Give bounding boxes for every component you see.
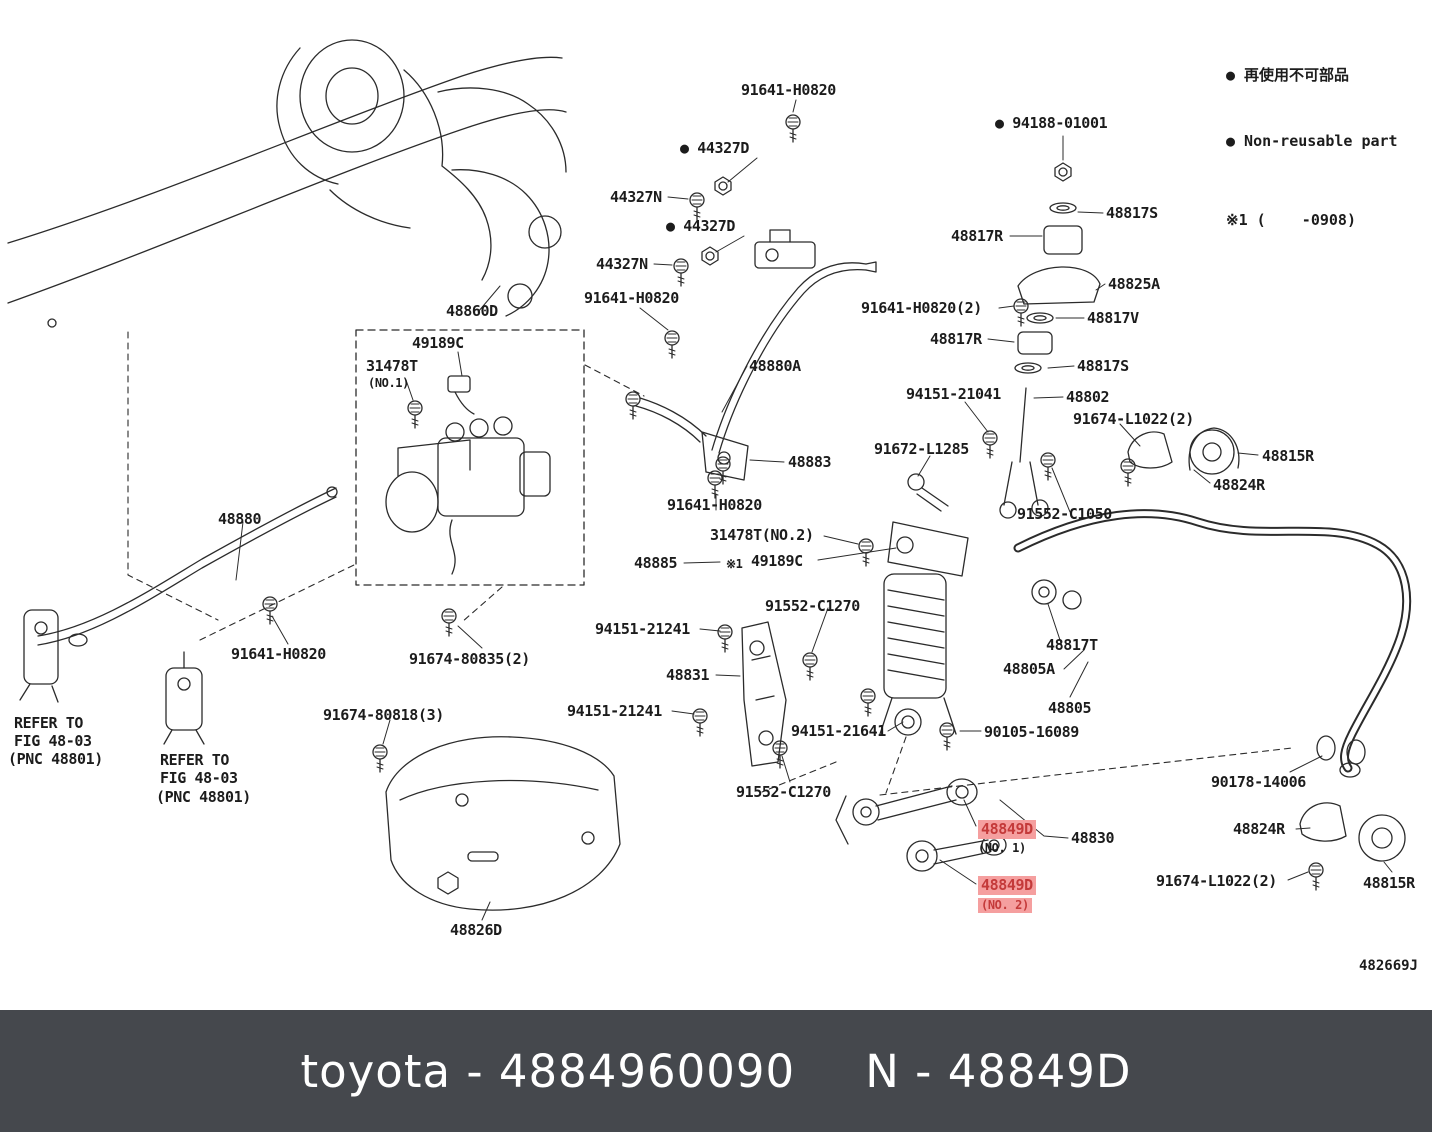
part-label: FIG 48-03 <box>14 732 92 750</box>
part-label: 91674-80835(2) <box>409 650 530 668</box>
bracket-48883-art <box>701 431 749 481</box>
part-label: 48824R <box>1213 476 1265 494</box>
diagram-artwork <box>7 39 1412 921</box>
part-label: 91552-C1050 <box>1017 505 1112 523</box>
part-label: FIG 48-03 <box>160 769 238 787</box>
part-label: 48817V <box>1087 309 1139 327</box>
part-label: 94151-21041 <box>906 385 1001 403</box>
part-label: 48815R <box>1262 447 1314 465</box>
part-label: 90178-14006 <box>1211 773 1306 791</box>
part-label: 48824R <box>1233 820 1285 838</box>
part-label: 48880 <box>218 510 262 528</box>
part-label: 31478T <box>366 357 418 375</box>
part-label: 48830 <box>1071 829 1115 847</box>
diagram-id: 482669J <box>1358 958 1418 974</box>
legend-note: ※1 ( -0908) <box>1226 211 1356 229</box>
part-label: ● 44327D <box>680 139 750 157</box>
part-label: 91552-C1270 <box>765 597 860 615</box>
part-label: 94151-21641 <box>791 722 886 740</box>
part-label: 48831 <box>666 666 710 684</box>
part-label: 91641-H0820 <box>584 289 679 307</box>
part-label: 94151-21241 <box>595 620 690 638</box>
link-48830-art <box>835 778 1007 872</box>
part-label: (NO. 1) <box>978 841 1026 855</box>
part-label: (NO.1) <box>368 376 409 390</box>
shock-absorber-art <box>879 521 969 736</box>
part-label: 48826D <box>450 921 502 939</box>
part-label: 48802 <box>1066 388 1110 406</box>
part-label: 48805A <box>1003 660 1055 678</box>
part-label: 48883 <box>788 453 832 471</box>
footer-part-ref: N - 48849D <box>865 1044 1132 1098</box>
part-label: 49189C <box>751 552 803 570</box>
part-label: 48817S <box>1106 204 1158 222</box>
part-label: 48817R <box>930 330 982 348</box>
part-label: 48817R <box>951 227 1003 245</box>
part-label: 48815R <box>1363 874 1415 892</box>
frame-art <box>7 39 567 328</box>
part-label: REFER TO <box>14 714 84 732</box>
part-label: 48885 <box>634 554 678 572</box>
part-label: 94151-21241 <box>567 702 662 720</box>
hose-art <box>635 229 877 454</box>
part-label: 31478T(NO.2) <box>710 526 814 544</box>
part-label: (PNC 48801) <box>156 788 251 806</box>
footer-caption: toyota - 4884960090 N - 48849D <box>0 1010 1432 1132</box>
part-label: 91674-L1022(2) <box>1073 410 1194 428</box>
part-label: 90105-16089 <box>984 723 1079 741</box>
bracket-48831-art <box>741 621 787 767</box>
part-label: 48817T <box>1046 636 1098 654</box>
part-label: (NO. 2) <box>978 898 1032 914</box>
legend-non-reusable-en: ● Non-reusable part <box>1226 132 1398 150</box>
part-label: 44327N <box>596 255 648 273</box>
part-label: 91641-H0820 <box>741 81 836 99</box>
part-label: 91674-L1022(2) <box>1156 872 1277 890</box>
part-label: 48805 <box>1048 699 1092 717</box>
part-label: 48825A <box>1108 275 1160 293</box>
part-label: 91672-L1285 <box>874 440 969 458</box>
part-label: 48849D <box>978 820 1036 839</box>
part-label: 49189C <box>412 334 464 352</box>
part-label: 91674-80818(3) <box>323 706 444 724</box>
part-label: 48880A <box>749 357 801 375</box>
part-label: 91552-C1270 <box>736 783 831 801</box>
stabilizer-bar-art <box>1013 427 1412 862</box>
part-label: 48817S <box>1077 357 1129 375</box>
part-label: 91641-H0820 <box>667 496 762 514</box>
fasteners-art <box>262 114 1324 891</box>
legend-non-reusable-jp: ● 再使用不可部品 <box>1226 66 1350 84</box>
part-label: ※1 <box>726 557 743 571</box>
legend: ● 再使用不可部品 ● Non-reusable part ※1 ( -0908… <box>1226 20 1398 275</box>
leader-lines <box>235 99 1393 921</box>
part-label: 48860D <box>446 302 498 320</box>
part-label: ● 44327D <box>666 217 736 235</box>
construction-lines <box>127 331 1293 796</box>
part-label: 91641-H0820 <box>231 645 326 663</box>
part-label: 48849D <box>978 876 1036 895</box>
actuator-art <box>355 329 585 586</box>
part-label: 44327N <box>610 188 662 206</box>
part-label: ● 94188-01001 <box>995 114 1108 132</box>
footer-part-code: toyota - 4884960090 <box>300 1044 796 1098</box>
part-label: (PNC 48801) <box>8 750 103 768</box>
part-label: 91641-H0820(2) <box>861 299 982 317</box>
skid-plate-art <box>385 736 621 911</box>
part-label: REFER TO <box>160 751 230 769</box>
upper-mount-art <box>907 162 1101 519</box>
left-pipes-art <box>19 486 338 745</box>
